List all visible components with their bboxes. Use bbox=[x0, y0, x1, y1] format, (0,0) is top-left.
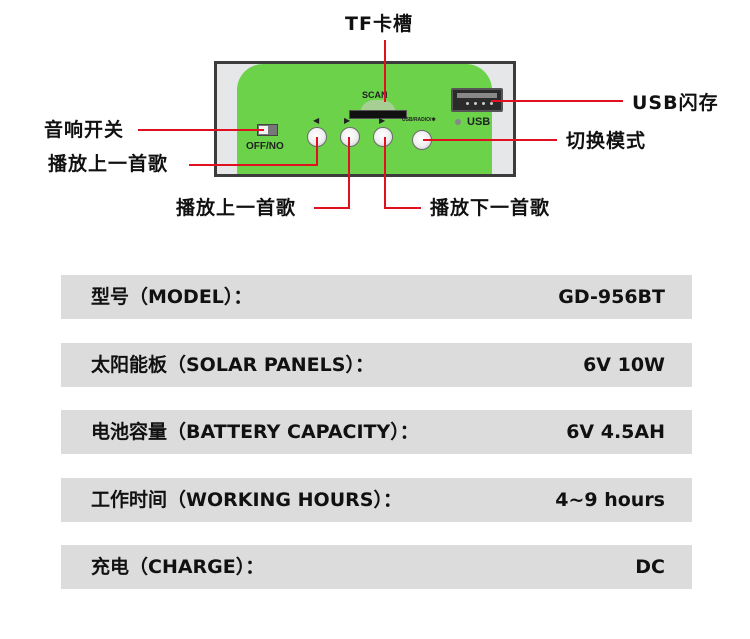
spec-row-working-hours: 工作时间（WORKING HOURS）： 4~9 hours bbox=[61, 478, 692, 522]
line-prev-horizontal bbox=[189, 164, 318, 166]
spec-value: 6V 4.5AH bbox=[566, 421, 665, 443]
play-pause-button[interactable] bbox=[340, 127, 360, 147]
spec-row-model: 型号（MODEL）： GD-956BT bbox=[61, 275, 692, 319]
spec-value: DC bbox=[635, 556, 665, 578]
next-button[interactable] bbox=[373, 127, 393, 147]
line-usb bbox=[491, 100, 623, 102]
line-switch bbox=[138, 129, 264, 131]
switch-label: OFF/NO bbox=[246, 141, 284, 152]
spec-label: 太阳能板（SOLAR PANELS）： bbox=[91, 354, 374, 376]
callout-mode-switch: 切换模式 bbox=[566, 130, 647, 152]
spec-label: 型号（MODEL）： bbox=[91, 286, 253, 308]
callout-prev-song: 播放上一首歌 bbox=[48, 153, 169, 175]
prev-icon: ◀ bbox=[313, 116, 320, 125]
callout-next-song: 播放下一首歌 bbox=[430, 197, 551, 219]
callout-tf-slot: TF卡槽 bbox=[345, 13, 413, 35]
spec-row-charge: 充电（CHARGE）： DC bbox=[61, 545, 692, 589]
line-tf-slot bbox=[384, 40, 386, 102]
panel-face bbox=[237, 64, 492, 174]
spec-label: 电池容量（BATTERY CAPACITY）： bbox=[91, 421, 419, 443]
line-next-horizontal bbox=[384, 207, 421, 209]
indicator-led bbox=[455, 119, 461, 125]
usb-port-inner bbox=[457, 93, 497, 98]
callout-usb-flash: USB闪存 bbox=[632, 92, 719, 114]
spec-label: 工作时间（WORKING HOURS）： bbox=[91, 489, 402, 511]
scan-label: SCAN bbox=[362, 90, 388, 100]
line-mode bbox=[423, 139, 557, 141]
spec-label: 充电（CHARGE）： bbox=[91, 556, 265, 578]
spec-row-battery-capacity: 电池容量（BATTERY CAPACITY）： 6V 4.5AH bbox=[61, 410, 692, 454]
usb-pin bbox=[490, 102, 493, 105]
spec-row-solar-panels: 太阳能板（SOLAR PANELS）： 6V 10W bbox=[61, 343, 692, 387]
play-pause-icon: ▶ bbox=[344, 116, 351, 125]
usb-label: USB bbox=[467, 116, 491, 128]
line-play-horizontal bbox=[314, 207, 350, 209]
line-next-vertical bbox=[384, 137, 386, 209]
usb-pin bbox=[474, 102, 477, 105]
mode-button-label: USB/RADIO/✱ bbox=[402, 117, 436, 123]
spec-value: 4~9 hours bbox=[555, 489, 665, 511]
callout-play-pause: 播放上一首歌 bbox=[176, 197, 297, 219]
usb-pin bbox=[482, 102, 485, 105]
tf-card-slot[interactable] bbox=[349, 110, 407, 119]
next-icon: ▶ bbox=[379, 116, 386, 125]
usb-pin bbox=[466, 102, 469, 105]
callout-speaker-switch: 音响开关 bbox=[44, 119, 125, 141]
spec-value: GD-956BT bbox=[558, 286, 665, 308]
line-play-vertical bbox=[348, 137, 350, 209]
spec-value: 6V 10W bbox=[583, 354, 665, 376]
line-prev-vertical bbox=[316, 137, 318, 166]
